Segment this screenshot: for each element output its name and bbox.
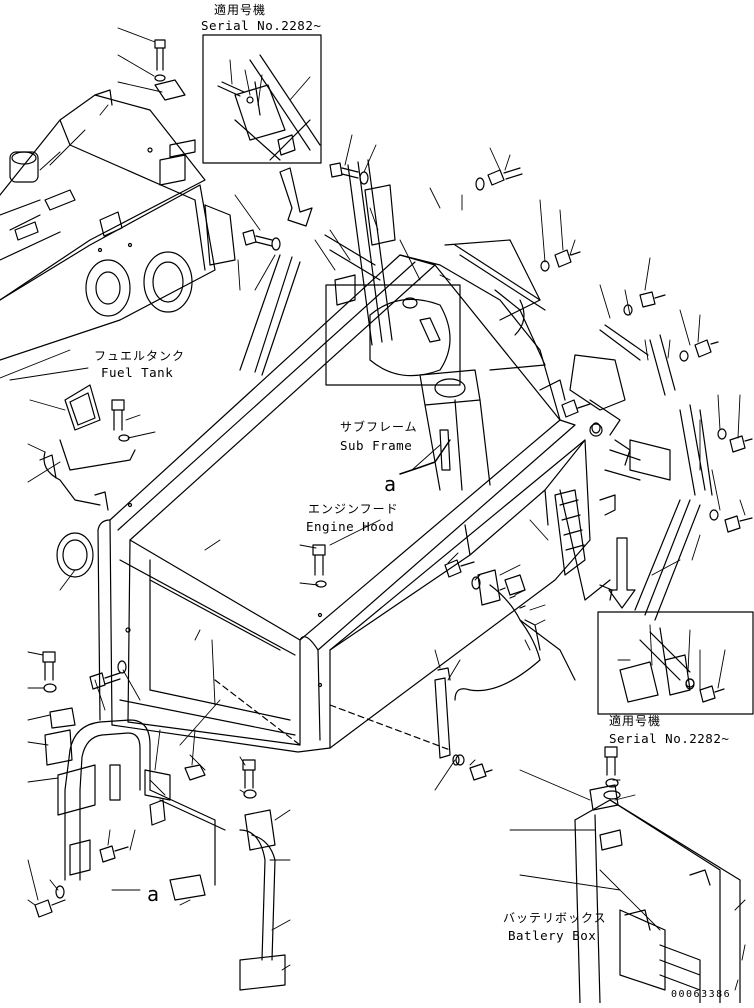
rails-left (239, 159, 396, 376)
serial-inset-top (202, 34, 322, 164)
right-side-parts (454, 244, 713, 681)
reference-a-top: a (384, 472, 397, 496)
engine-hood-jp-label: エンジンフード (308, 502, 399, 516)
serial-top-label: Serial No.2282~ (201, 18, 322, 33)
battery-box-label: Batlery Box (508, 928, 597, 943)
wiring-harness (434, 569, 541, 766)
battery-box-jp-label: バッテリボックス (503, 911, 607, 925)
engine-hood-drawing (97, 239, 611, 753)
fuel-tank-jp-label: フュエルタンク (94, 349, 186, 363)
serial-inset-right (597, 611, 754, 715)
mirror-assembly (39, 384, 136, 578)
leader-lines (0, 27, 746, 991)
fuel-tank-label: Fuel Tank (101, 365, 174, 380)
drawing-code: 00063386 (671, 989, 732, 1000)
reference-a-bottom: a (147, 882, 160, 906)
battery-box-drawing (574, 784, 741, 1004)
handrail-assembly (44, 707, 286, 991)
serial-right-jp-label: 適用号機 (609, 714, 662, 728)
fuel-tank-drawing (0, 89, 236, 361)
sub-frame-jp-label: サブフレーム (340, 420, 418, 434)
sub-frame-label: Sub Frame (340, 438, 413, 453)
detail-callout (325, 284, 461, 386)
direction-arrows (279, 167, 636, 609)
label-leaders (9, 367, 441, 891)
sub-frame-drawing (399, 369, 491, 491)
serial-right-label: Serial No.2282~ (609, 731, 730, 746)
bolt-set (34, 39, 753, 918)
engine-hood-label: Engine Hood (306, 519, 395, 534)
serial-top-jp-label: 適用号機 (214, 3, 267, 17)
